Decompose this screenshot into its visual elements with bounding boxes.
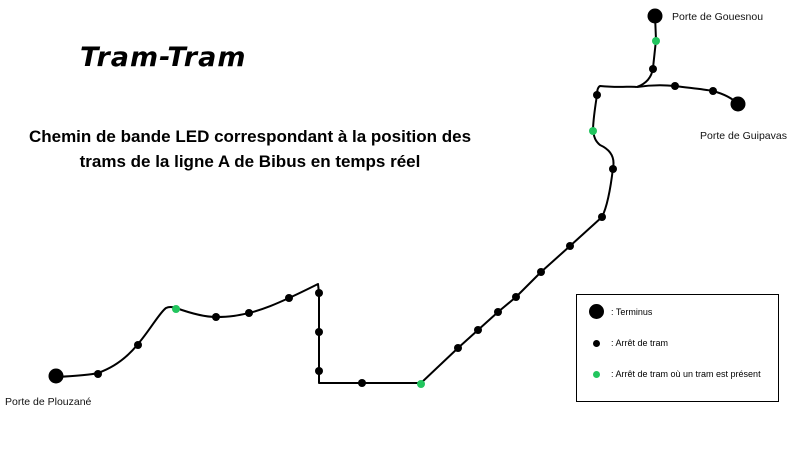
tram-stop bbox=[315, 289, 323, 297]
tram-stop bbox=[512, 293, 520, 301]
subtitle-line-1: Chemin de bande LED correspondant à la p… bbox=[28, 127, 472, 146]
terminus-plouzane bbox=[48, 368, 64, 384]
legend-row-terminus: : Terminus bbox=[587, 304, 652, 319]
legend-terminus-symbol bbox=[588, 304, 604, 319]
tram-stop bbox=[593, 91, 601, 99]
tram-route-gouesnou-branch bbox=[636, 14, 658, 88]
legend-row-stop: : Arrêt de tram bbox=[587, 338, 668, 348]
terminus-label-gouesnou: Porte de Gouesnou bbox=[672, 11, 763, 23]
legend-stop-symbol bbox=[592, 339, 600, 347]
legend-stop-with-tram-label: : Arrêt de tram où un tram est présent bbox=[611, 369, 761, 379]
terminus-guipavas bbox=[730, 96, 746, 112]
tram-stop bbox=[474, 326, 482, 334]
tram-route-main bbox=[55, 85, 638, 384]
terminus-label-guipavas: Porte de Guipavas bbox=[700, 130, 787, 142]
terminus-label-plouzane: Porte de Plouzané bbox=[5, 396, 92, 408]
tram-stop-with-tram bbox=[589, 127, 597, 135]
tram-stop bbox=[245, 309, 253, 317]
tram-stop bbox=[94, 370, 102, 378]
legend-terminus-label: : Terminus bbox=[611, 306, 653, 317]
legend-stop-with-tram-symbol bbox=[592, 370, 600, 378]
tram-stop bbox=[709, 87, 717, 95]
legend-row-stop-with-tram: : Arrêt de tram où un tram est présent bbox=[587, 369, 761, 379]
tram-stop bbox=[212, 313, 220, 321]
legend-box: : Terminus : Arrêt de tram : Arrêt de tr… bbox=[576, 294, 779, 402]
subtitle-line-2: trams de la ligne A de Bibus en temps ré… bbox=[79, 152, 421, 171]
tram-route-guipavas-branch bbox=[636, 84, 739, 105]
tram-stop bbox=[649, 65, 657, 73]
legend-stop-label: : Arrêt de tram bbox=[611, 338, 669, 348]
tram-stop bbox=[285, 294, 293, 302]
tram-stop bbox=[134, 341, 142, 349]
tram-stop bbox=[494, 308, 502, 316]
tram-stop bbox=[315, 367, 323, 375]
tram-stop bbox=[598, 213, 606, 221]
tram-stop-with-tram bbox=[417, 380, 425, 388]
diagram-title: Tram-Tram bbox=[80, 42, 247, 73]
tram-stop bbox=[566, 242, 574, 250]
tram-stop bbox=[609, 165, 617, 173]
tram-stop bbox=[315, 328, 323, 336]
tram-stop-with-tram bbox=[172, 305, 180, 313]
terminus-gouesnou bbox=[647, 8, 663, 24]
tram-stop-with-tram bbox=[652, 37, 660, 45]
tram-stop bbox=[537, 268, 545, 276]
tram-stop bbox=[358, 379, 366, 387]
diagram-subtitle: Chemin de bande LED correspondant à la p… bbox=[10, 124, 490, 174]
tram-stop bbox=[454, 344, 462, 352]
tram-stop bbox=[671, 82, 679, 90]
